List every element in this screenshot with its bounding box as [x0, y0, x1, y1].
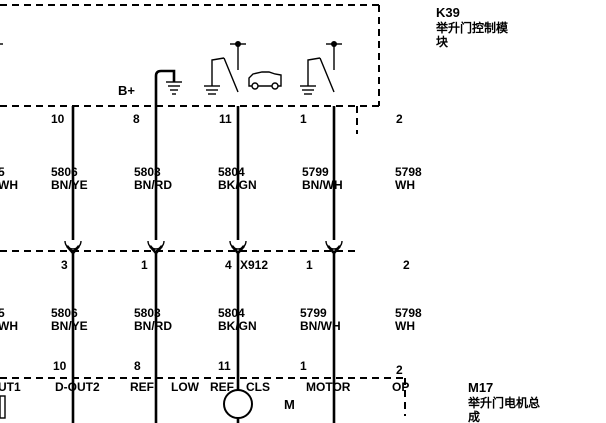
- switch-close: [204, 41, 246, 240]
- connector-label: X912: [240, 258, 268, 272]
- wire-color: BN/RD: [134, 178, 172, 192]
- k39-name-line2: 块: [436, 34, 449, 49]
- m17-name-line1: 举升门电机总: [467, 395, 540, 410]
- wire-color: WH: [0, 178, 18, 192]
- bottom-pin: 10: [53, 359, 67, 373]
- bottom-pin: 8: [134, 359, 141, 373]
- wire-color: BK/GN: [218, 178, 257, 192]
- function-label: LOW: [171, 380, 200, 394]
- wire-number: 5806: [51, 165, 78, 179]
- wire-number: 5799: [302, 165, 329, 179]
- top-pin: 1: [300, 112, 307, 126]
- function-label: D-OUT2: [55, 380, 100, 394]
- wire-number: 5799: [300, 306, 327, 320]
- vehicle-icon: [248, 71, 282, 90]
- wire-number: 5: [0, 306, 5, 320]
- wire-color: WH: [395, 178, 415, 192]
- wire-number: 5798: [395, 306, 422, 320]
- wire-number: 5803: [134, 306, 161, 320]
- x912-pin: 3: [61, 258, 68, 272]
- wire-color: BN/YE: [51, 178, 88, 192]
- wire-color: BK/GN: [218, 319, 257, 333]
- m17-module-boundary: [0, 377, 406, 416]
- function-label: OP: [392, 380, 409, 394]
- bottom-pin: 2: [396, 363, 403, 377]
- top-pin: 11: [219, 112, 232, 126]
- wire-number: 5803: [134, 165, 161, 179]
- k39-id: K39: [436, 5, 460, 20]
- top-pin: 8: [133, 112, 140, 126]
- motor-symbol: [223, 389, 253, 423]
- supply-label: B+: [118, 83, 135, 98]
- bottom-pin: 1: [300, 359, 307, 373]
- function-label: REF: [210, 380, 234, 394]
- function-label: MOTOR: [306, 380, 351, 394]
- x912-pin: 4: [225, 258, 232, 272]
- x912-pin: 2: [403, 258, 410, 272]
- wire-color: BN/YE: [51, 319, 88, 333]
- wire-number: 5: [0, 165, 5, 179]
- wire-number: 5804: [218, 165, 245, 179]
- wire-number: 5798: [395, 165, 422, 179]
- x912-terminals: [64, 240, 343, 254]
- wire-color: BN/WH: [302, 178, 343, 192]
- k39-module-boundary: [0, 4, 380, 134]
- x912-pin: 1: [141, 258, 148, 272]
- wire-color: WH: [0, 319, 18, 333]
- top-pin: 2: [396, 112, 403, 126]
- terminal-fragment: [0, 395, 6, 419]
- motor-label: M: [284, 397, 295, 412]
- x912-pin: 1: [306, 258, 313, 272]
- m17-id: M17: [468, 380, 493, 395]
- lower-wires: [71, 253, 336, 423]
- top-pin: 10: [51, 112, 65, 126]
- wire-number: 5804: [218, 306, 245, 320]
- function-label: CLS: [246, 380, 270, 394]
- k39-name-line1: 举升门控制模: [435, 20, 509, 35]
- wire-color: BN/RD: [134, 319, 172, 333]
- function-label: UT1: [0, 380, 21, 394]
- supply-circuit: [154, 69, 182, 240]
- bottom-pin: 11: [218, 359, 231, 373]
- wire-number: 5806: [51, 306, 78, 320]
- m17-name-line2: 成: [468, 409, 480, 423]
- wire-color: WH: [395, 319, 415, 333]
- switch-motor: [300, 41, 342, 240]
- wire-color: BN/WH: [300, 319, 341, 333]
- function-label: REF: [130, 380, 154, 394]
